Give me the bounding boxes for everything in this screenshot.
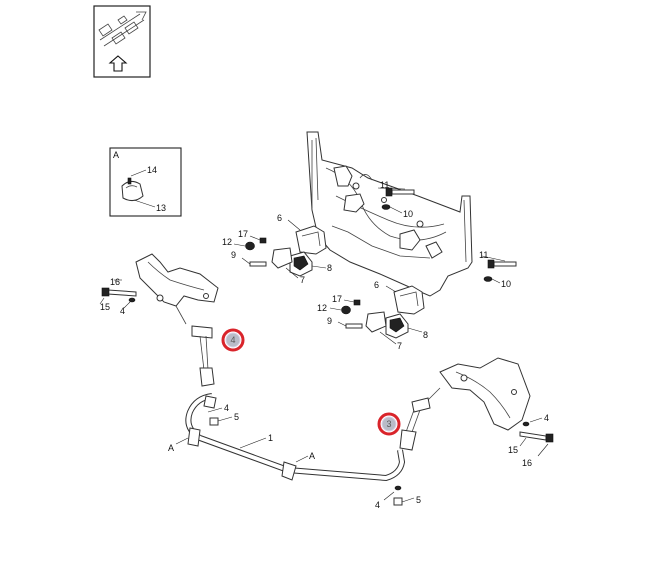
callout-right-link[interactable]: 3 (377, 412, 401, 436)
bar-left-fasteners: 4 5 1 A A (168, 403, 315, 463)
inset-frame-label: A (113, 150, 119, 160)
right-knuckle-bolts: 4 15 16 (508, 413, 554, 468)
label-upper-6: 6 (277, 213, 282, 223)
label-right-4: 4 (544, 413, 549, 423)
label-top-right-11: 11 (380, 180, 389, 190)
bar-right-fasteners: 4 5 (375, 485, 421, 510)
label-lower-7: 7 (397, 341, 402, 351)
label-bar-1: 1 (268, 433, 273, 443)
bolt-washer-mid: 11 10 (479, 250, 517, 289)
label-bar-5: 5 (234, 412, 239, 422)
bolt-washer-top: 11 10 (377, 180, 415, 219)
label-bottom-5: 5 (416, 495, 421, 505)
left-knuckle (135, 253, 219, 325)
label-top-right-10: 10 (403, 209, 413, 219)
inset-detail-a: A 14 13 (109, 147, 182, 217)
label-upper-8: 8 (327, 263, 332, 273)
label-mid-right-11: 11 (479, 250, 488, 260)
label-bottom-4: 4 (375, 500, 380, 510)
label-mid-right-10: 10 (501, 279, 511, 289)
label-bar-4: 4 (224, 403, 229, 413)
orientation-frame (93, 5, 151, 78)
label-right-15: 15 (508, 445, 518, 455)
label-left-15: 15 (100, 302, 110, 312)
label-right-16: 16 (522, 458, 532, 468)
label-lower-12: 12 (317, 303, 327, 313)
label-lower-9: 9 (327, 316, 332, 326)
callout-right-number: 3 (386, 419, 391, 429)
label-lower-8: 8 (423, 330, 428, 340)
front-direction-arrow-icon (98, 11, 147, 72)
right-knuckle (427, 357, 531, 431)
left-knuckle-bolts: 16 15 4 (99, 277, 137, 316)
label-lower-17: 17 (332, 294, 342, 304)
right-stabilizer-link (399, 397, 431, 451)
callout-left-number: 4 (230, 335, 235, 345)
label-bar-a-left: A (168, 443, 174, 453)
stabilizer-bar (185, 393, 406, 482)
inset-label-13: 13 (156, 203, 166, 213)
callout-left-link[interactable]: 4 (221, 328, 245, 352)
label-left-4: 4 (120, 306, 125, 316)
label-lower-6: 6 (374, 280, 379, 290)
upper-bushing-bracket: 6 17 12 9 8 7 (222, 213, 332, 285)
label-bar-a-right: A (309, 451, 315, 461)
subframe (306, 131, 473, 297)
inset-label-14: 14 (147, 165, 157, 175)
label-left-16: 16 (110, 277, 120, 287)
bushing-clamp-icon (121, 177, 144, 202)
left-stabilizer-link (191, 325, 215, 387)
lower-bushing-bracket: 6 17 12 9 8 7 (317, 280, 428, 351)
label-upper-7: 7 (300, 275, 305, 285)
label-upper-9: 9 (231, 250, 236, 260)
label-upper-17: 17 (238, 229, 248, 239)
label-upper-12: 12 (222, 237, 232, 247)
